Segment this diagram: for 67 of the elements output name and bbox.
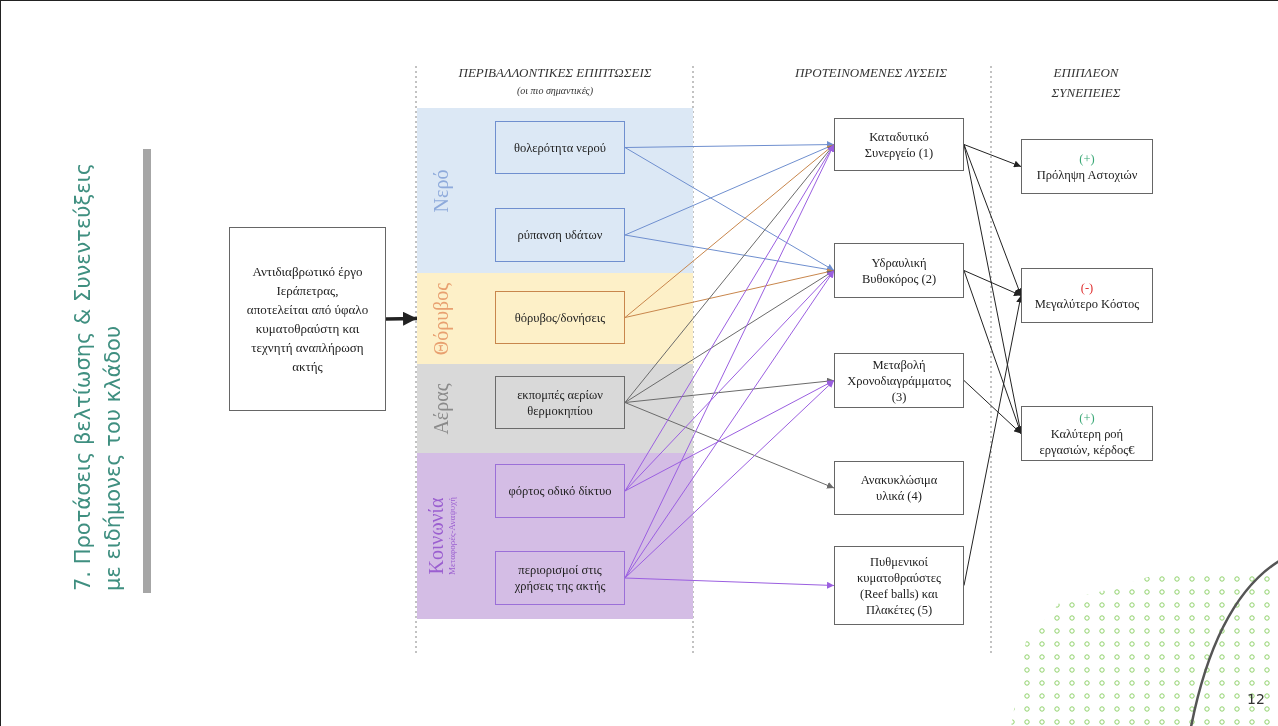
arrow bbox=[963, 380, 1022, 434]
sign-text: (+) bbox=[1079, 409, 1095, 426]
page-number: 12 bbox=[1246, 690, 1266, 709]
process-box bbox=[495, 291, 625, 344]
process-box bbox=[495, 376, 625, 429]
process-box bbox=[495, 208, 625, 262]
band-label: Αέρας bbox=[430, 382, 452, 435]
process-box bbox=[1021, 268, 1153, 323]
process-box bbox=[834, 118, 964, 171]
arrow bbox=[624, 147, 835, 271]
arrow bbox=[624, 144, 835, 492]
box-text: Ανακυκλώσιμα υλικά (4) bbox=[859, 472, 939, 504]
arrow bbox=[624, 270, 835, 579]
arrow bbox=[624, 380, 835, 579]
process-box bbox=[834, 243, 964, 298]
category-band bbox=[417, 108, 693, 273]
arrow bbox=[624, 144, 835, 318]
box-text: Πυθμενικοί κυματοθραύστες (Reef balls) και Πλακέτες (5) bbox=[856, 553, 942, 618]
arrow bbox=[963, 144, 1022, 296]
box-text: Καλύτερη ροή εργασιών, κέρδος€ bbox=[1038, 425, 1136, 458]
arrow bbox=[963, 295, 1024, 586]
arrow bbox=[624, 141, 835, 149]
box-text: εκπομπές αερίων θερμοκηπίου bbox=[516, 386, 604, 419]
category-band bbox=[417, 273, 693, 364]
box-text: Καταδυτικό Συνεργείο (1) bbox=[863, 128, 935, 161]
band-label: Νερό bbox=[430, 169, 452, 212]
box-text: Μεγαλύτερο Κόστος bbox=[1034, 295, 1140, 312]
process-box bbox=[834, 546, 964, 625]
arrow bbox=[624, 577, 835, 589]
process-box bbox=[495, 551, 625, 605]
arrow bbox=[624, 377, 835, 403]
process-box bbox=[495, 464, 625, 518]
column-heading: (οι πιο σημαντικές) bbox=[516, 84, 594, 98]
arrow bbox=[624, 234, 835, 273]
box-text: Μεταβολή Χρονοδιαγράμματος (3) bbox=[847, 356, 951, 405]
box-text: Αντιδιαβρωτικό έργο Ιεράπετρας, αποτελείται από ύφαλο κυματοθραύστη και τεχνητή αναπλήρωση ακτής bbox=[246, 263, 369, 376]
category-band bbox=[417, 453, 693, 619]
slide-title: 7. Προτάσεις βελτίωσης & Συνεντεύξεις με ειδήμονες του κλάδου bbox=[70, 162, 126, 591]
box-text: περιορισμοί στις χρήσεις της ακτής bbox=[513, 562, 607, 594]
process-box bbox=[1021, 139, 1153, 194]
sign-text: (-) bbox=[1080, 279, 1094, 296]
box-text: ρύπανση υδάτων bbox=[517, 227, 603, 243]
process-box bbox=[834, 353, 964, 408]
box-text: θόρυβος/δονήσεις bbox=[514, 309, 606, 326]
process-box bbox=[1021, 406, 1153, 461]
arrow bbox=[624, 270, 835, 492]
box-text: θολερότητα νερού bbox=[514, 139, 606, 156]
category-band bbox=[417, 364, 693, 453]
process-box bbox=[834, 461, 964, 515]
process-box bbox=[229, 227, 386, 411]
box-text: Υδραυλική Βυθοκόρος (2) bbox=[860, 254, 938, 287]
arrow bbox=[385, 311, 418, 326]
arrow bbox=[963, 144, 1022, 168]
band-label: Μεταφορές-Αναψυχή bbox=[447, 497, 457, 575]
arrow bbox=[963, 270, 1022, 434]
process-box bbox=[495, 121, 625, 174]
arrow bbox=[624, 402, 835, 489]
column-heading: ΕΠΙΠΛΕΟΝ ΣΥΝΕΠΕΙΕΣ bbox=[1050, 64, 1122, 102]
arrow bbox=[624, 268, 835, 318]
band-label: Κοινωνία bbox=[425, 497, 447, 575]
arrow bbox=[963, 270, 1022, 296]
column-heading: ΠΡΟΤΕΙΝΟΜΕΝΕΣ ΛΥΣΕΙΣ bbox=[793, 64, 949, 82]
sign-text: (+) bbox=[1079, 150, 1095, 167]
band-label: Θόρυβος bbox=[430, 282, 452, 355]
box-text: φόρτος οδικό δίκτυο bbox=[508, 483, 612, 499]
box-text: Πρόληψη Αστοχιών bbox=[1036, 166, 1138, 183]
column-heading: ΠΕΡΙΒΑΛΛΟΝΤΙΚΕΣ ΕΠΙΠΤΩΣΕΙΣ bbox=[457, 64, 653, 82]
